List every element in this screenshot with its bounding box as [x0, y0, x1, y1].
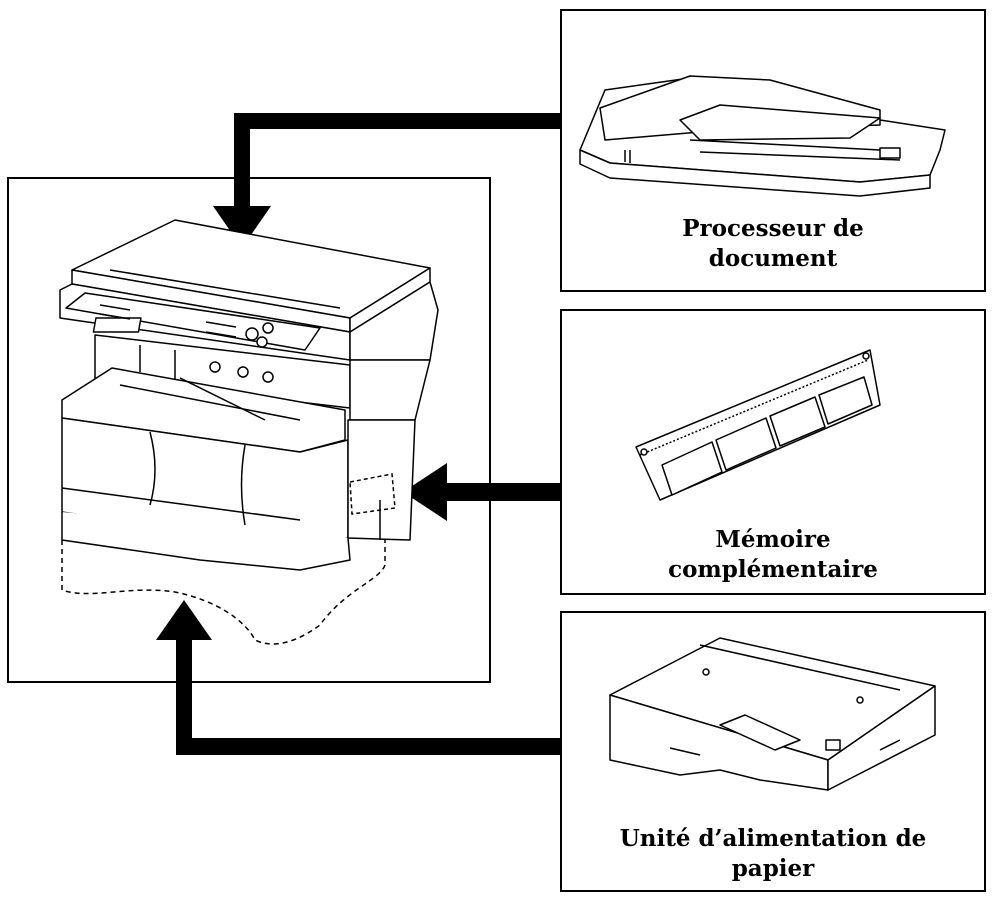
paper-feeder-illustration — [609, 637, 936, 791]
document-processor-caption: Processeur de document — [561, 214, 985, 274]
memory-expansion-label-line2: complémentaire — [668, 556, 878, 583]
document-processor-illustration — [579, 75, 946, 197]
copier-illustration — [59, 219, 439, 571]
paper-feeder-label-line1: Unité d’alimentation de — [619, 825, 927, 852]
memory-slot-outline — [349, 473, 396, 515]
arrow-memory-expansion — [403, 463, 561, 521]
paper-feeder-label-line2: papier — [731, 855, 815, 882]
arrow-paper-feeder — [156, 600, 561, 755]
memory-expansion-caption: Mémoire complémentaire — [561, 525, 985, 585]
arrow-document-processor — [213, 113, 561, 248]
memory-expansion-label-line1: Mémoire — [715, 526, 831, 553]
paper-feeder-caption: Unité d’alimentation de papier — [561, 824, 985, 884]
memory-module-illustration — [635, 349, 881, 501]
document-processor-label-line1: Processeur de — [682, 215, 864, 242]
optional-feeder-outline — [61, 540, 386, 645]
document-processor-label-line2: document — [708, 245, 838, 272]
